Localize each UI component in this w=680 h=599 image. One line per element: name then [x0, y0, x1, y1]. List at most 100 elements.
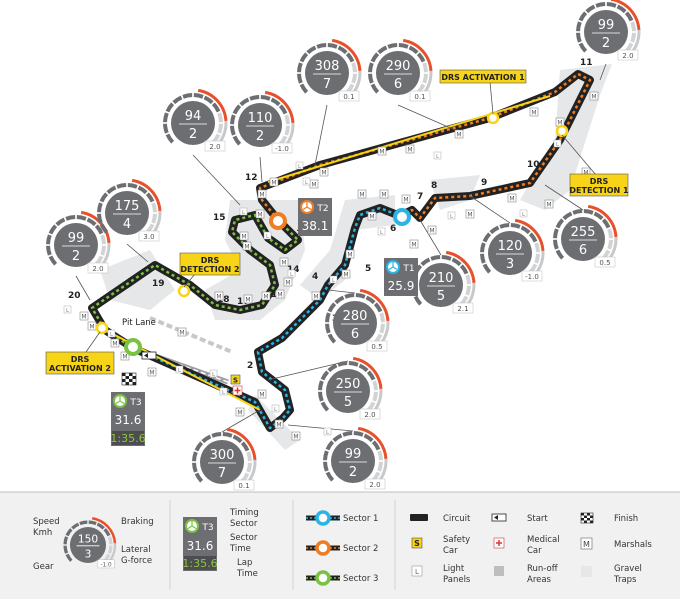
- dial-d2-disc: [105, 191, 149, 235]
- marshal-post: M: [79, 311, 89, 321]
- legend-marshals: M Marshals: [580, 537, 652, 550]
- marshal-post: M: [401, 194, 411, 204]
- marshal-post: M: [283, 277, 293, 287]
- svg-text:L: L: [380, 230, 384, 236]
- svg-text:M: M: [311, 182, 316, 189]
- svg-text:L: L: [415, 568, 419, 576]
- speed-dials: 9922.017543.09422.01102-1.030870.129060.…: [46, 0, 641, 491]
- turn-19: 19: [152, 279, 165, 289]
- turn-10: 10: [527, 160, 540, 170]
- svg-text:L: L: [436, 154, 440, 160]
- finish-flag-icon: [121, 372, 137, 386]
- svg-text:Marshals: Marshals: [614, 540, 652, 550]
- dial-d9-gforce: -1.0: [525, 273, 539, 281]
- marshal-post: M: [427, 225, 437, 235]
- svg-text:L: L: [242, 210, 246, 216]
- svg-text:M: M: [403, 197, 408, 204]
- svg-text:M: M: [343, 272, 348, 279]
- dial-d14-gear: 7: [218, 466, 226, 481]
- drs-detection-2-box: [179, 252, 241, 276]
- legend-timing-box: T3 31.6 1:35.6: [182, 517, 218, 571]
- svg-text:S: S: [414, 539, 420, 548]
- svg-text:Medical: Medical: [527, 535, 560, 545]
- dial-d4-disc: [238, 103, 282, 147]
- dial-d13-speed: 99: [345, 447, 362, 462]
- marshal-post: M: [235, 407, 245, 417]
- svg-text:M: M: [112, 341, 117, 348]
- legend-timing-value: 31.6: [187, 539, 214, 553]
- turn-15: 15: [213, 213, 226, 223]
- legend-sector-1: Sector 1: [306, 510, 378, 526]
- marshal-post: M: [261, 291, 271, 301]
- dial-d9-disc: [488, 231, 532, 275]
- drs-detection-2-line2: DETECTION 2: [180, 265, 239, 274]
- turn-11: 11: [580, 58, 593, 68]
- legend-circuit: Circuit: [410, 514, 471, 524]
- dial-d13-gear: 2: [349, 465, 357, 480]
- dial-d4-speed: 110: [248, 111, 273, 126]
- light-panel: L: [107, 329, 116, 338]
- light-panel: L: [377, 227, 386, 236]
- light-panel: L: [553, 139, 562, 148]
- legend-sector-2: Sector 2: [306, 540, 378, 556]
- timing-t3-lap: 1:35.6: [110, 432, 145, 445]
- legend-speed-line1: Speed: [33, 517, 60, 527]
- svg-text:M: M: [241, 234, 246, 241]
- svg-text:Panels: Panels: [443, 575, 471, 585]
- drs-activation-1-box: [439, 69, 527, 84]
- timing-t2-label: T2: [316, 204, 328, 214]
- marshal-post: M: [507, 193, 517, 203]
- legend-sector-3: Sector 3: [306, 570, 378, 586]
- svg-text:M: M: [321, 170, 326, 177]
- legend-lateral-line2: G-force: [121, 556, 152, 566]
- drs-activation-2-box: [45, 351, 115, 375]
- timing-t1-label: T1: [402, 264, 414, 274]
- dial-d4-gforce: -1.0: [275, 145, 289, 153]
- turn-20: 20: [68, 291, 81, 301]
- turn-2: 2: [247, 361, 253, 371]
- svg-text:L: L: [305, 180, 309, 186]
- svg-text:M: M: [467, 212, 472, 219]
- svg-text:M: M: [546, 202, 551, 209]
- dial-d11-speed: 280: [343, 309, 368, 324]
- marshal-post: M: [529, 107, 539, 117]
- dial-d12-speed: 250: [336, 377, 361, 392]
- dial-d10-gforce: 2.1: [457, 305, 468, 313]
- svg-text:Run-off: Run-off: [527, 564, 559, 574]
- dial-d7-gforce: 2.0: [622, 52, 633, 60]
- legend-runoff: Run-off Areas: [494, 564, 559, 585]
- medical-car-icon: [232, 385, 243, 396]
- dial-d12-gforce: 2.0: [364, 411, 375, 419]
- svg-text:M: M: [583, 540, 590, 549]
- marshal-post: M: [379, 189, 389, 199]
- marshal-post: M: [269, 177, 279, 187]
- legend-lap-time-line2: Time: [236, 569, 258, 579]
- legend-dial-graphic-gear: 3: [85, 547, 92, 560]
- dial-d11-gear: 6: [351, 327, 359, 342]
- svg-text:M: M: [216, 294, 221, 301]
- marshal-post: M: [275, 289, 285, 299]
- svg-text:M: M: [359, 192, 364, 199]
- dial-d1-gforce: 2.0: [92, 265, 103, 273]
- marshal-post: M: [377, 146, 387, 156]
- dial-d2-gforce: 3.0: [143, 233, 154, 241]
- drs-detection-1-line2: DETECTION 1: [569, 186, 629, 195]
- svg-text:M: M: [259, 392, 264, 399]
- light-panel: L: [263, 231, 272, 240]
- timing-t3-label: T3: [129, 398, 141, 408]
- svg-text:M: M: [411, 242, 416, 249]
- dial-connectors: [75, 63, 607, 433]
- marshal-post: M: [120, 351, 130, 361]
- marshal-post: M: [589, 91, 599, 101]
- dial-d8-disc: [561, 217, 605, 261]
- svg-text:M: M: [122, 354, 127, 361]
- svg-text:M: M: [583, 170, 588, 177]
